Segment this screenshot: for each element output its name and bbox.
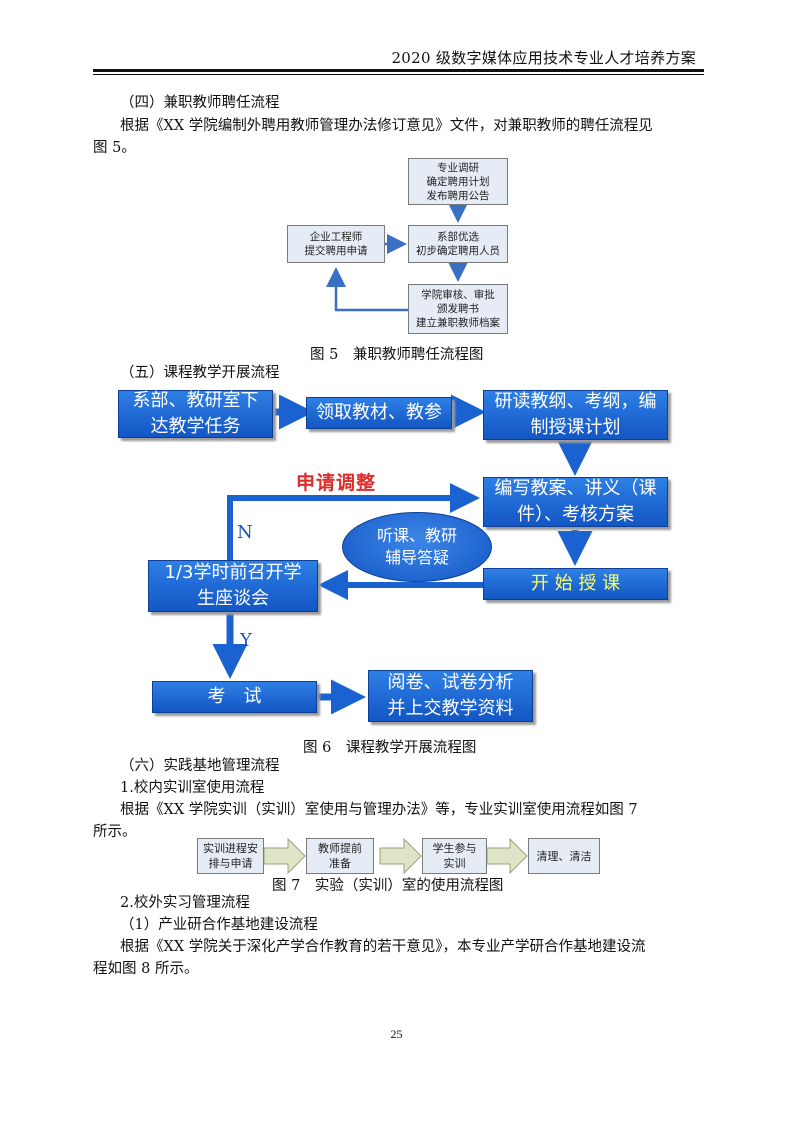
external-paragraph-line1: 根据《XX 学院关于深化产学合作教育的若干意见》，本专业产学研合作基地建设流 <box>120 939 646 955</box>
fig5-box-left-line2: 提交聘用申请 <box>304 245 368 257</box>
fig7-step-schedule: 实训进程安 排与申请 <box>197 838 264 874</box>
fig5-box-mid-line1: 系部优选 <box>437 231 479 243</box>
fig5-box-bottom-line1: 学院审核、审批 <box>421 289 495 301</box>
fig7-step3-line2: 实训 <box>443 857 466 870</box>
fig6-box8-line1: 阅卷、试卷分析 <box>387 672 514 693</box>
fig5-box-college-approve: 学院审核、审批 颁发聘书 建立兼职教师档案 <box>408 284 508 334</box>
fig6-box2-text: 领取教材、教参 <box>316 402 442 423</box>
fig6-ellipse-observe-tutor: 听课、教研 辅导答疑 <box>342 512 492 582</box>
fig6-box-assign-task: 系部、教研室下 达教学任务 <box>118 390 273 438</box>
fig7-arrow-1 <box>263 837 306 875</box>
external-subheading-2: 2.校外实习管理流程 <box>120 895 250 911</box>
section4-paragraph-line1: 根据《XX 学院编制外聘用教师管理办法修订意见》文件，对兼职教师的聘任流程见 <box>120 118 653 134</box>
fig5-box-top-line2: 确定聘用计划 <box>426 175 490 188</box>
fig6-box4-line2: 件）、考核方案 <box>517 504 634 525</box>
external-paragraph-line2: 程如图 8 所示。 <box>93 961 199 977</box>
fig7-step2-line1: 教师提前 <box>318 842 362 855</box>
fig6-box-student-forum: 1/3学时前召开学 生座谈会 <box>148 560 318 612</box>
fig5-box-engineer-apply: 企业工程师 提交聘用申请 <box>287 225 385 263</box>
fig5-arrow-bottom-to-left <box>326 267 408 312</box>
fig7-step2-line2: 准备 <box>329 857 351 870</box>
fig6-box8-line2: 并上交教学资料 <box>387 698 514 719</box>
fig6-box-grade-submit: 阅卷、试卷分析 并上交教学资料 <box>368 670 533 722</box>
fig7-step-student-train: 学生参与 实训 <box>422 838 487 874</box>
fig6-box-exam: 考 试 <box>152 681 317 713</box>
fig5-box-recruit-plan: 专业调研 确定聘用计划 发布聘用公告 <box>408 158 508 205</box>
fig7-step3-line1: 学生参与 <box>432 842 477 855</box>
fig6-label-no: N <box>237 522 253 543</box>
fig6-box6-line1: 1/3学时前召开学 <box>164 562 302 583</box>
fig5-box-department-select: 系部优选 初步确定聘用人员 <box>408 225 508 263</box>
fig7-arrow-3 <box>486 837 528 875</box>
fig6-label-apply-adjust: 申请调整 <box>296 472 377 494</box>
header-rule-thin <box>93 74 704 75</box>
running-header-title: 2020 级数字媒体应用技术专业人才培养方案 <box>391 49 696 67</box>
fig5-box-top-line1: 专业调研 <box>437 161 479 174</box>
fig7-arrow-2 <box>379 837 422 875</box>
fig7-step-teacher-prepare: 教师提前 准备 <box>306 838 374 874</box>
fig6-box-start-teaching: 开 始 授 课 <box>483 568 668 600</box>
fig6-box5-text: 开 始 授 课 <box>530 573 621 594</box>
fig5-box-mid-line2: 初步确定聘用人员 <box>416 245 500 257</box>
fig6-ellipse-line1: 听课、教研 <box>376 526 457 545</box>
fig6-box7-text: 考 试 <box>207 686 262 707</box>
fig5-box-bottom-line3: 建立兼职教师档案 <box>416 317 500 329</box>
fig7-step4-line1: 清理、清洁 <box>536 849 592 863</box>
fig5-caption: 图 5 兼职教师聘任流程图 <box>310 347 484 363</box>
page-number: 25 <box>390 1027 403 1041</box>
section5-heading: （五）课程教学开展流程 <box>120 365 280 381</box>
fig6-box3-line2: 制授课计划 <box>530 417 621 438</box>
fig6-label-yes: Y <box>240 630 252 651</box>
section4-paragraph-line2: 图 5。 <box>93 140 136 156</box>
fig5-box-top-line3: 发布聘用公告 <box>426 189 490 202</box>
fig5-box-bottom-line2: 颁发聘书 <box>437 303 479 315</box>
section6-paragraph-line1: 根据《XX 学院实训（实训）室使用与管理办法》等，专业实训室使用流程如图 7 <box>120 802 638 818</box>
fig6-box-study-outline: 研读教纲、考纲，编 制授课计划 <box>483 390 668 440</box>
fig6-arrow-adjust-loop <box>227 483 480 560</box>
section6-heading: （六）实践基地管理流程 <box>120 758 280 774</box>
fig5-box-left-line1: 企业工程师 <box>309 231 363 243</box>
section4-heading: （四）兼职教师聘任流程 <box>120 95 280 111</box>
fig6-box3-line1: 研读教纲、考纲，编 <box>494 391 657 412</box>
section6-subheading-1: 1.校内实训室使用流程 <box>120 780 265 796</box>
fig7-step1-line2: 排与申请 <box>208 857 253 870</box>
fig6-box1-line1: 系部、教研室下 <box>132 390 259 411</box>
external-subheading-2-1: （1）产业研合作基地建设流程 <box>120 917 318 933</box>
fig6-ellipse-line2: 辅导答疑 <box>384 548 449 567</box>
fig6-box-write-lesson-plan: 编写教案、讲义（课 件）、考核方案 <box>483 477 668 527</box>
fig6-box4-line1: 编写教案、讲义（课 <box>494 478 657 499</box>
fig6-box6-line2: 生座谈会 <box>197 588 269 609</box>
header-rule-thick <box>93 69 704 72</box>
section6-paragraph-line2: 所示。 <box>93 824 137 840</box>
fig7-caption: 图 7 实验（实训）室的使用流程图 <box>272 878 504 894</box>
fig6-box1-line2: 达教学任务 <box>150 416 241 437</box>
fig6-box-get-materials: 领取教材、教参 <box>306 397 452 429</box>
fig7-step1-line1: 实训进程安 <box>203 842 258 855</box>
fig7-step-clean: 清理、清洁 <box>528 838 600 874</box>
fig6-caption: 图 6 课程教学开展流程图 <box>303 740 477 756</box>
